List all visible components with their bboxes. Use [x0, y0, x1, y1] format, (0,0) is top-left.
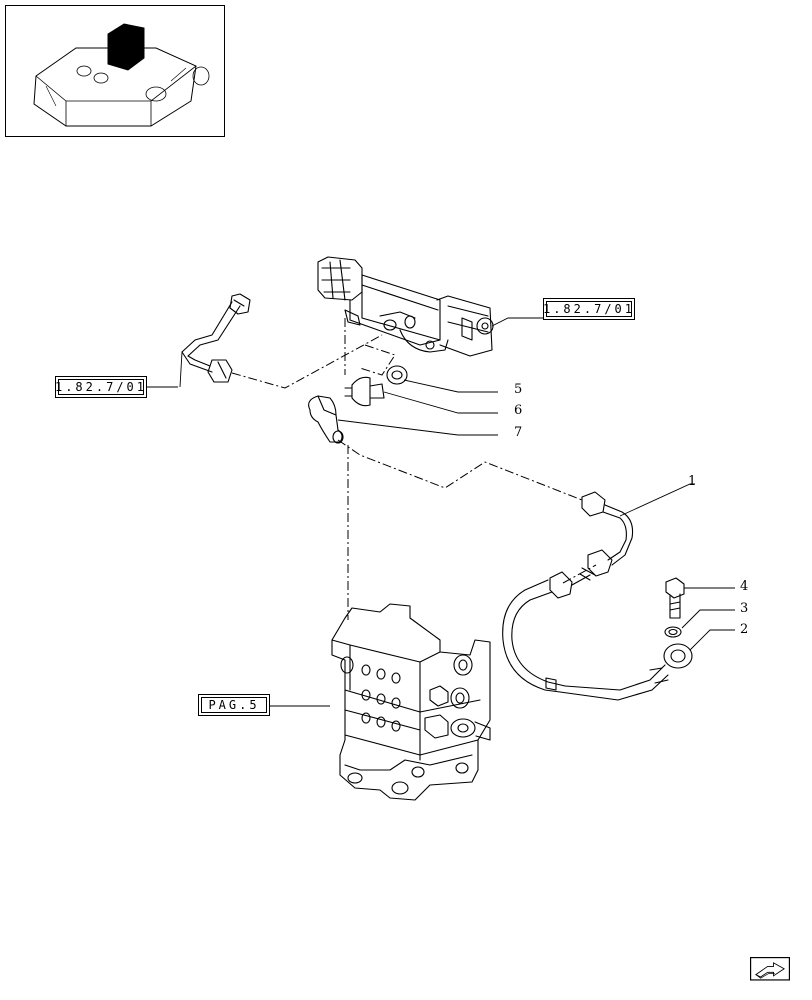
callout-4: 4	[740, 579, 749, 594]
fitting-parts	[308, 365, 408, 444]
reference-label: PAG.5	[208, 698, 260, 712]
callout-5: 5	[514, 382, 523, 397]
lower-valve-block	[331, 603, 491, 801]
control-valve-assembly	[317, 256, 494, 357]
hose-assembly	[502, 491, 693, 701]
callout-2: 2	[740, 622, 749, 637]
connection-lines	[231, 318, 597, 620]
left-pipe	[181, 293, 251, 383]
location-thumbnail	[5, 5, 225, 137]
reference-box-left[interactable]: 1.82.7/01	[55, 376, 147, 398]
reference-label: 1.82.7/01	[542, 302, 636, 316]
bolt-and-washer	[664, 577, 685, 638]
callout-6: 6	[514, 403, 523, 418]
leader-lines	[145, 317, 735, 707]
reference-label: 1.82.7/01	[54, 380, 148, 394]
callout-3: 3	[740, 601, 749, 616]
next-page-arrow-icon[interactable]	[736, 957, 804, 997]
reference-box-upper-right[interactable]: 1.82.7/01	[543, 298, 635, 320]
tractor-lift-housing-icon	[33, 23, 210, 127]
callout-7: 7	[514, 425, 523, 440]
reference-box-page[interactable]: PAG.5	[198, 694, 270, 716]
callout-1: 1	[688, 474, 697, 489]
